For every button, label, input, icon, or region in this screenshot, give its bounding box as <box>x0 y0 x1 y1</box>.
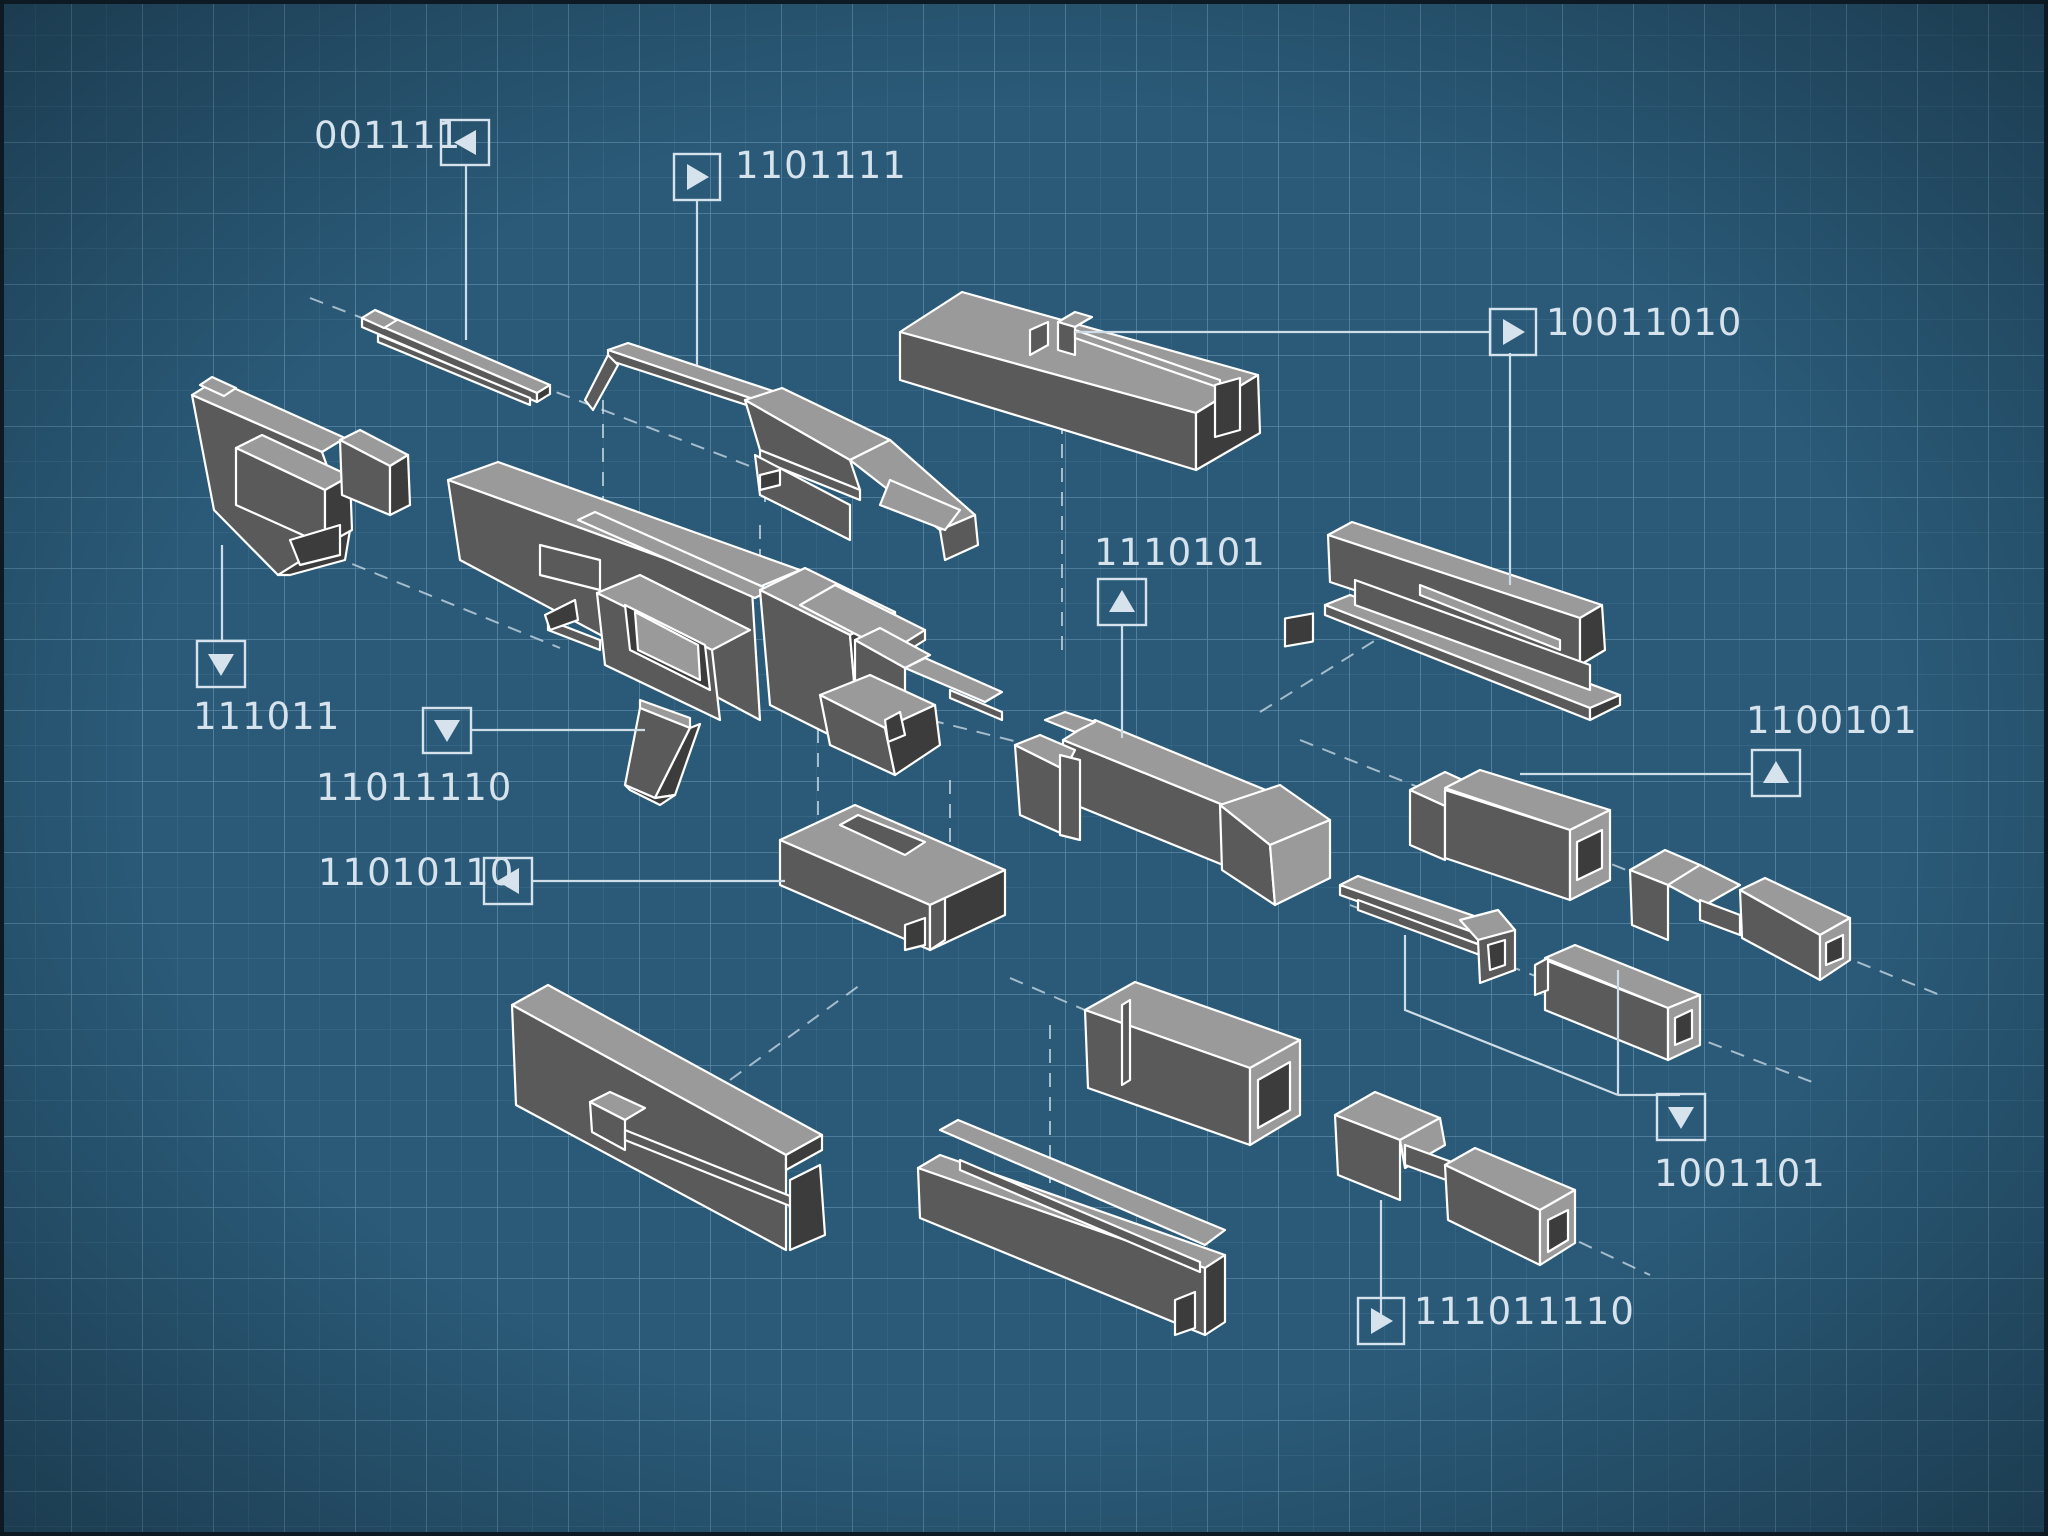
label-11011110: 11011110 <box>316 766 512 809</box>
label-111011110: 111011110 <box>1414 1290 1635 1333</box>
arrow-down-icon <box>1655 1092 1707 1142</box>
arrow-up-icon <box>1096 577 1148 627</box>
muzzle-part <box>1628 848 1852 982</box>
label-1001101: 1001101 <box>1654 1152 1826 1195</box>
stock-part <box>190 375 412 577</box>
label-10011010: 10011010 <box>1546 301 1742 344</box>
label-11010110: 11010110 <box>318 851 514 894</box>
arrow-right-icon <box>672 152 722 202</box>
label-1110101: 1110101 <box>1094 531 1266 574</box>
arrow-left-icon <box>439 118 491 167</box>
bolt-carrier-part <box>1013 612 1332 907</box>
label-111011: 111011 <box>193 695 340 738</box>
arrow-right-icon <box>1356 1296 1406 1346</box>
upper-handguard-part <box>1323 520 1622 722</box>
gas-tube-part <box>1338 874 1517 985</box>
label-1100101: 1100101 <box>1746 699 1918 742</box>
arrow-left-icon <box>482 856 534 906</box>
lower-channel-rail-part <box>916 1118 1227 1337</box>
piston-tube-part <box>1533 943 1702 1062</box>
top-rail-part <box>898 290 1262 472</box>
arrow-down-icon <box>421 706 473 755</box>
firing-pin-part <box>360 308 552 407</box>
lower-rail-left-part <box>510 983 827 1252</box>
leader-lines <box>220 165 1752 1320</box>
label-1101111: 1101111 <box>735 144 907 187</box>
trigger-group-part <box>778 803 1007 952</box>
barrel-sleeve-part <box>1408 768 1612 902</box>
lower-barrel-sleeve-part <box>1083 980 1302 1147</box>
arrow-up-icon <box>1750 748 1802 798</box>
label-001111: 001111 <box>314 114 461 157</box>
lower-muzzle-part <box>1333 1090 1577 1267</box>
arrow-right-icon <box>1488 307 1538 357</box>
arrow-down-icon <box>195 639 247 689</box>
receiver-body-part <box>446 460 1004 777</box>
charging-handle-part <box>583 341 980 562</box>
